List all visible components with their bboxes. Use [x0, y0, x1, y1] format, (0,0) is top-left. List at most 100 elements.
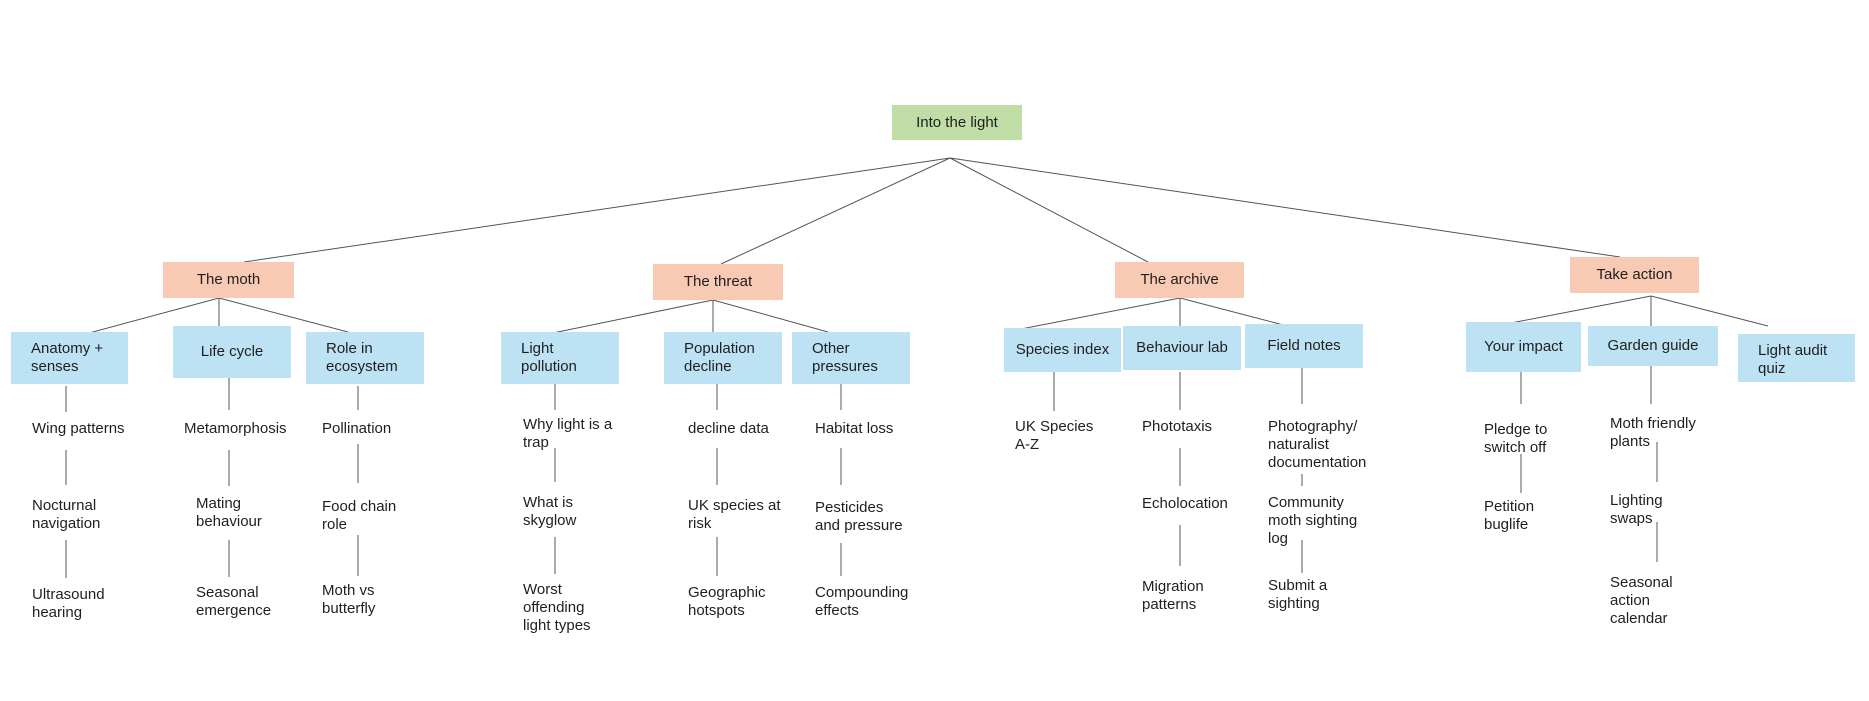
root-node: Into the light — [892, 105, 1022, 140]
content-item-line: Seasonal — [1610, 574, 1673, 591]
page-node-line: Behaviour lab — [1136, 339, 1228, 356]
page-node-line: Anatomy + — [31, 340, 104, 357]
content-item-line: Echolocation — [1142, 495, 1228, 512]
content-item-line: Pollination — [322, 420, 392, 437]
content-item: Pollination — [322, 420, 391, 438]
content-item-line: trap — [523, 434, 549, 451]
content-item-line: buglife — [1484, 516, 1529, 533]
section-node: The archive — [1115, 262, 1244, 298]
page-node-line: Life cycle — [200, 343, 264, 360]
content-item-line: sighting — [1268, 595, 1320, 612]
root-connector-line — [720, 157, 951, 265]
content-item-line: documentation — [1268, 454, 1367, 471]
root-connector-line — [949, 157, 1149, 263]
section-connector-line — [1015, 297, 1181, 331]
content-item-line: Lighting — [1610, 492, 1663, 509]
content-item-line: naturalist — [1268, 436, 1329, 453]
section-node: The threat — [653, 264, 783, 300]
content-item-line: moth sighting — [1268, 512, 1358, 529]
content-item-line: Pesticides — [815, 499, 884, 516]
content-item: Metamorphosis — [184, 420, 287, 438]
content-item-line: effects — [815, 602, 859, 619]
content-item-line: Submit a — [1268, 577, 1328, 594]
page-node-line: Other — [812, 340, 850, 357]
page-node: Anatomy +senses — [11, 332, 128, 384]
content-item-line: calendar — [1610, 610, 1668, 627]
page-node-line: quiz — [1758, 360, 1786, 377]
content-item-line: UK Species — [1015, 418, 1094, 435]
section-connector-line — [547, 299, 714, 335]
content-item-line: plants — [1610, 433, 1651, 450]
content-item: Habitat loss — [815, 420, 893, 438]
page-node-line: decline — [684, 358, 732, 375]
root-connector-line — [243, 157, 951, 263]
content-item-line: A-Z — [1015, 436, 1040, 453]
page-node: Life cycle — [173, 326, 291, 378]
content-item-line: risk — [688, 515, 712, 532]
content-item-line: Ultrasound — [32, 586, 105, 603]
content-item-line: Pledge to — [1484, 421, 1548, 438]
content-item-line: Worst — [523, 581, 562, 598]
page-node-line: pollution — [521, 358, 577, 375]
content-item-line: Habitat loss — [815, 420, 894, 437]
content-item-line: decline data — [688, 420, 769, 437]
content-item-line: Nocturnal — [32, 497, 97, 514]
content-item-line: Food chain — [322, 498, 397, 515]
content-item-line: Geographic — [688, 584, 766, 601]
section-connector-line — [712, 299, 829, 333]
content-item-line: Community — [1268, 494, 1344, 511]
page-node: Species index — [1004, 328, 1121, 372]
content-item-line: behaviour — [196, 513, 262, 530]
content-item-line: patterns — [1142, 596, 1197, 613]
content-item: Phototaxis — [1142, 418, 1212, 436]
page-node: Garden guide — [1588, 326, 1718, 366]
section-connector-line — [1650, 295, 1769, 327]
section-connector-line — [77, 297, 220, 337]
content-item: decline data — [688, 420, 769, 438]
page-node: Your impact — [1466, 322, 1581, 372]
content-item-line: log — [1268, 530, 1289, 547]
content-item-line: light types — [523, 617, 591, 634]
root-connector-line — [949, 157, 1621, 258]
section-node: The moth — [163, 262, 294, 298]
content-item-line: navigation — [32, 515, 101, 532]
section-connector-line — [1179, 297, 1296, 329]
content-item: Echolocation — [1142, 495, 1228, 513]
content-item-line: UK species at — [688, 497, 781, 514]
content-item-line: and pressure — [815, 517, 903, 534]
page-node-line: Field notes — [1267, 337, 1341, 354]
page-node-line: Garden guide — [1607, 337, 1699, 354]
content-item-line: Why light is a — [523, 416, 613, 433]
content-item-line: skyglow — [523, 512, 577, 529]
content-item-line: offending — [523, 599, 585, 616]
page-node-line: pressures — [812, 358, 878, 375]
content-item-line: Petition — [1484, 498, 1535, 515]
page-node-line: Your impact — [1484, 338, 1563, 355]
content-item-line: Metamorphosis — [184, 420, 287, 437]
content-item-line: Wing patterns — [32, 420, 125, 437]
page-node-line: Role in — [326, 340, 373, 357]
